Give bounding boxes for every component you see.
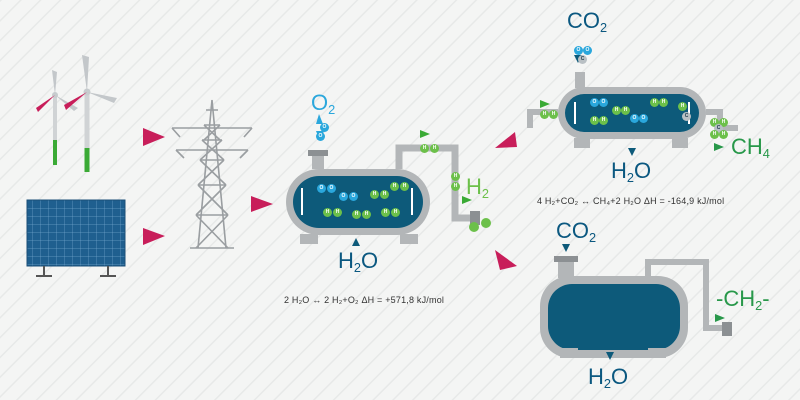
- hydrogen-molecule-outlet-2: [481, 218, 491, 228]
- arrow-to-fischer-tropsch: [495, 250, 517, 270]
- fischer-tropsch-reactor: [540, 256, 688, 358]
- wind-turbine-large-icon: [64, 55, 117, 172]
- arrow-solar-to-grid: [143, 228, 165, 245]
- hydrogen-atom: H: [381, 208, 390, 217]
- oxygen-atom: O: [590, 98, 599, 107]
- hydrogen-valve: [470, 211, 480, 225]
- oxygen-atom: O: [320, 123, 329, 132]
- hydrogen-atom: H: [451, 172, 460, 181]
- hydrogen-pipe: [395, 144, 470, 222]
- hydrogen-atom: H: [390, 182, 399, 191]
- hydrogen-atom: H: [380, 190, 389, 199]
- oxygen-atom: O: [630, 114, 639, 123]
- methane-label: CH4: [731, 134, 770, 162]
- hydrogen-atom: H: [710, 130, 719, 139]
- co2-bottom-label: CO2: [556, 218, 597, 246]
- carbon-atom: C: [714, 124, 723, 133]
- hydrogen-molecule-outlet-1: [469, 222, 479, 232]
- hydrogen-atom: H: [599, 116, 608, 125]
- oxygen-atom: O: [583, 46, 592, 55]
- hydrogen-atom: H: [540, 110, 549, 119]
- oxygen-outlet-arrow-2: [316, 114, 323, 124]
- co2-top-label: CO2: [567, 8, 608, 36]
- hydrogen-atom: H: [710, 118, 719, 127]
- solar-panel-icon: [26, 199, 126, 277]
- carbon-atom: C: [682, 112, 691, 121]
- hydrogen-atom: H: [362, 210, 371, 219]
- hydrogen-atom: H: [420, 144, 429, 153]
- hydrogen-atom: H: [400, 182, 409, 191]
- hydrogen-atom: H: [612, 106, 621, 115]
- hydrogen-atom: H: [659, 98, 668, 107]
- hydrocarbon-chain-label: -CH2-: [716, 286, 770, 314]
- hydrogen-atom: H: [621, 106, 630, 115]
- arrow-grid-to-electrolyzer: [251, 196, 273, 212]
- oxygen-atom: O: [349, 192, 358, 201]
- hydrogen-atom: H: [549, 110, 558, 119]
- fischer-tropsch-water-label: H2O: [588, 364, 629, 392]
- hydrogen-atom: H: [590, 116, 599, 125]
- power-pylon-icon: [171, 99, 253, 249]
- oxygen-atom: O: [327, 184, 336, 193]
- oxygen-atom: O: [317, 184, 326, 193]
- oxygen-atom: O: [316, 132, 325, 141]
- hydrogen-atom: H: [323, 208, 332, 217]
- hydrogen-label: H2: [466, 174, 489, 202]
- hydrogen-atom: H: [719, 130, 728, 139]
- hydrogen-atom: H: [391, 208, 400, 217]
- wind-turbine-small-icon: [36, 70, 78, 165]
- hydrogen-atom: H: [430, 144, 439, 153]
- water-inlet-arrow: [352, 238, 360, 246]
- hydrogen-atom: H: [678, 102, 687, 111]
- hydrogen-atom: H: [451, 182, 460, 191]
- hydrogen-atom: H: [352, 210, 361, 219]
- hydrogen-atom: H: [719, 118, 728, 127]
- arrow-wind-to-grid: [143, 128, 165, 146]
- methanation-equation: 4 H₂+CO₂ ↔ CH₄+2 H₂O ΔH = -164,9 kJ/mol: [537, 196, 725, 206]
- arrow-to-methanation: [495, 132, 517, 148]
- oxygen-atom: O: [599, 98, 608, 107]
- methanation-water-label: H2O: [611, 158, 652, 186]
- electrolysis-equation: 2 H₂O ↔ 2 H₂+O₂ ΔH = +571,8 kJ/mol: [284, 295, 445, 305]
- oxygen-atom: O: [339, 192, 348, 201]
- hydrogen-atom: H: [333, 208, 342, 217]
- oxygen-atom: O: [574, 46, 583, 55]
- oxygen-label: O2: [311, 90, 336, 118]
- oxygen-atom: O: [639, 114, 648, 123]
- hydrogen-atom: H: [370, 190, 379, 199]
- carbon-atom: C: [578, 55, 587, 64]
- hydrogen-atom: H: [650, 98, 659, 107]
- electrolyzer-water-label: H2O: [338, 248, 379, 276]
